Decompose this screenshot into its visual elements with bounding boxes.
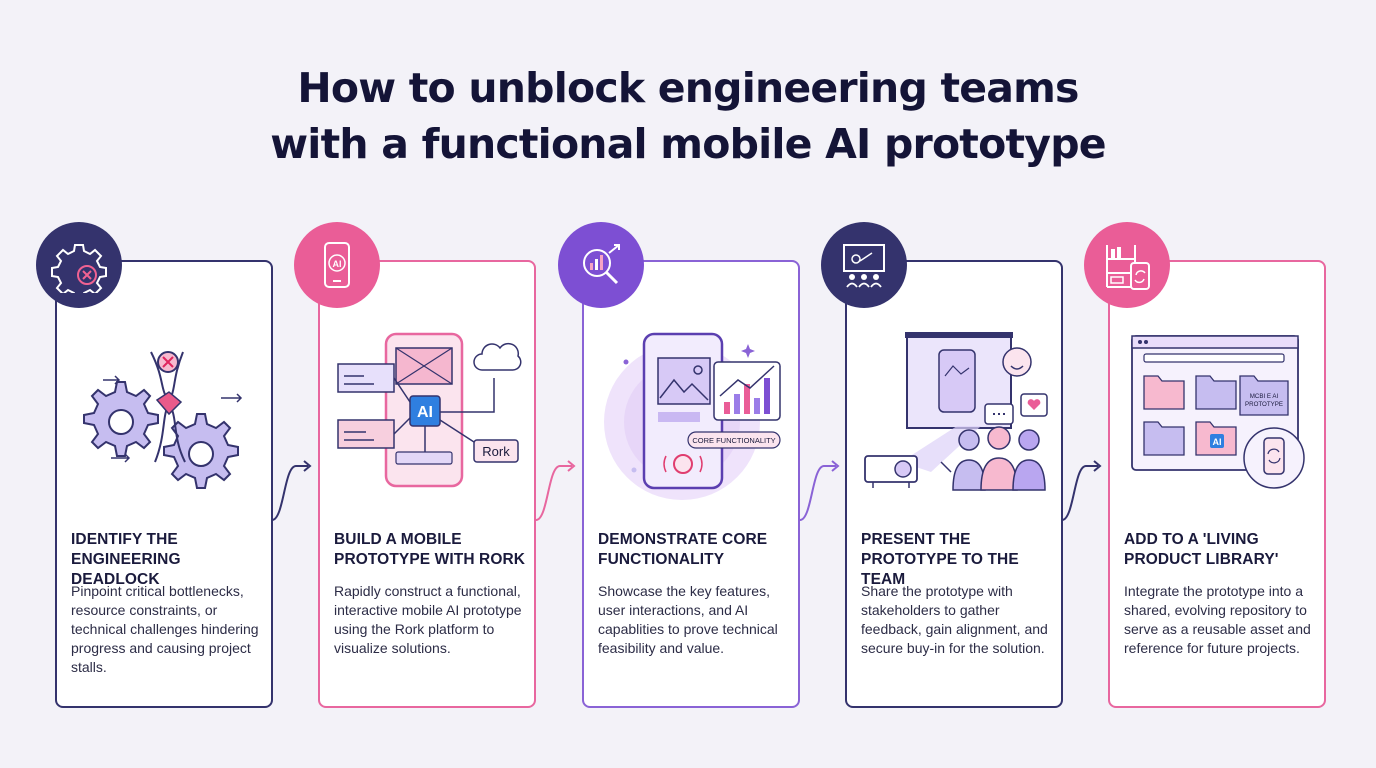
core-functionality-tag: CORE FUNCTIONALITY (692, 436, 775, 445)
deadlock-illustration (83, 351, 243, 489)
step-title-4: PRESENT THE PROTOTYPE TO THE TEAM (861, 531, 1019, 588)
step-title-2: BUILD A MOBILE PROTOTYPE WITH RORK (334, 531, 526, 568)
step-title-5: ADD TO A 'LIVING PRODUCT LIBRARY' (1124, 531, 1279, 568)
ai-chip-label: AI (417, 404, 433, 421)
svg-text:PROTOTYPE: PROTOTYPE (1245, 401, 1283, 408)
connector-arrow-3 (799, 460, 840, 521)
step-description-2: Rapidly construct a functional, interact… (334, 583, 522, 656)
svg-text:AI: AI (333, 259, 342, 269)
present-team-illustration (864, 332, 1048, 491)
step-card-2: AI Rork BUILD A MOBILE PROTOTYPE WITH RO… (318, 260, 536, 708)
step-description-3: Showcase the key features, user interact… (598, 583, 778, 656)
folder-ai-chip: AI (1213, 437, 1222, 447)
step-title-3: DEMONSTRATE CORE FUNCTIONALITY (598, 531, 768, 568)
connector-arrow-4 (1061, 460, 1102, 521)
gear-error-icon (36, 222, 122, 308)
connector-arrow-1 (271, 460, 312, 521)
step-description-1: Pinpoint critical bottlenecks, resource … (71, 583, 259, 675)
page-title: How to unblock engineering teams with a … (0, 60, 1376, 172)
ai-phone-icon: AI (294, 222, 380, 308)
presentation-icon (821, 222, 907, 308)
step-card-4: PRESENT THE PROTOTYPE TO THE TEAM Share … (845, 260, 1063, 708)
product-library-illustration: MCBI E AI PROTOTYPE AI (1131, 335, 1305, 489)
library-icon (1084, 222, 1170, 308)
title-line-1: How to unblock engineering teams (297, 64, 1079, 112)
step-card-1: IDENTIFY THE ENGINEERING DEADLOCK Pinpoi… (55, 260, 273, 708)
step-card-3: CORE FUNCTIONALITY DEMONSTRATE CORE FUNC… (582, 260, 800, 708)
step-title-1: IDENTIFY THE ENGINEERING DEADLOCK (71, 531, 181, 588)
build-prototype-illustration: AI Rork (337, 332, 522, 488)
step-card-5: MCBI E AI PROTOTYPE AI ADD TO A 'LIVING … (1108, 260, 1326, 708)
title-line-2: with a functional mobile AI prototype (270, 120, 1106, 168)
connector-arrow-2 (535, 460, 576, 521)
step-description-5: Integrate the prototype into a shared, e… (1124, 583, 1311, 656)
magnifier-chart-icon (558, 222, 644, 308)
rork-label: Rork (482, 444, 510, 459)
core-functionality-illustration: CORE FUNCTIONALITY (604, 332, 781, 500)
folder-label-line: MCBI E AI (1250, 393, 1279, 400)
step-description-4: Share the prototype with stakeholders to… (861, 583, 1048, 656)
